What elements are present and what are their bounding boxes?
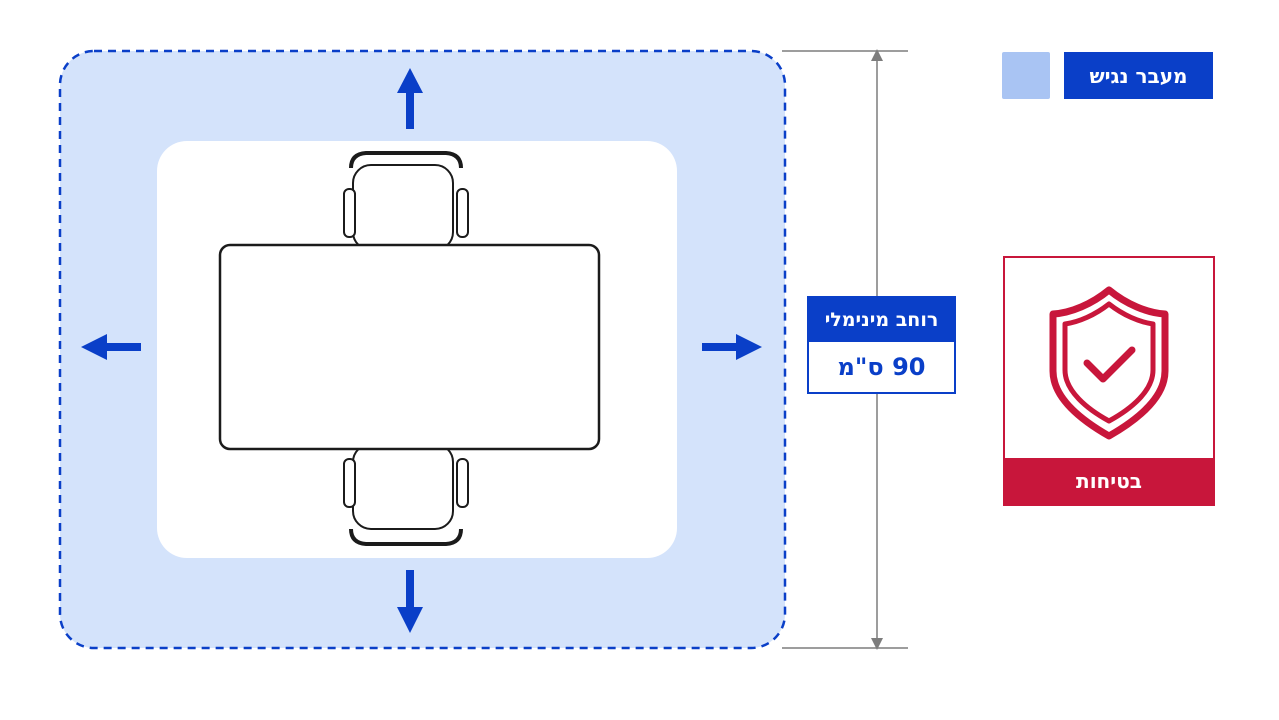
arrow-down-icon [397, 570, 423, 633]
arrow-left-icon [81, 334, 141, 360]
minimum-width-value: 90 ס"מ [837, 353, 926, 381]
chair-bottom [343, 443, 469, 546]
legend-label: מעבר נגיש [1064, 52, 1213, 99]
shield-check-icon [1049, 286, 1169, 440]
arrow-right-icon [702, 334, 762, 360]
safety-label: בטיחות [1005, 458, 1213, 504]
arrow-up-icon [397, 68, 423, 129]
minimum-width-label: רוחב מינימלי 90 ס"מ [807, 296, 956, 394]
minimum-width-title: רוחב מינימלי [809, 298, 954, 342]
table [218, 243, 601, 451]
legend-swatch [1002, 52, 1050, 99]
dimension-line [782, 49, 908, 650]
chair-top [343, 151, 469, 251]
safety-card: בטיחות [1003, 256, 1215, 506]
